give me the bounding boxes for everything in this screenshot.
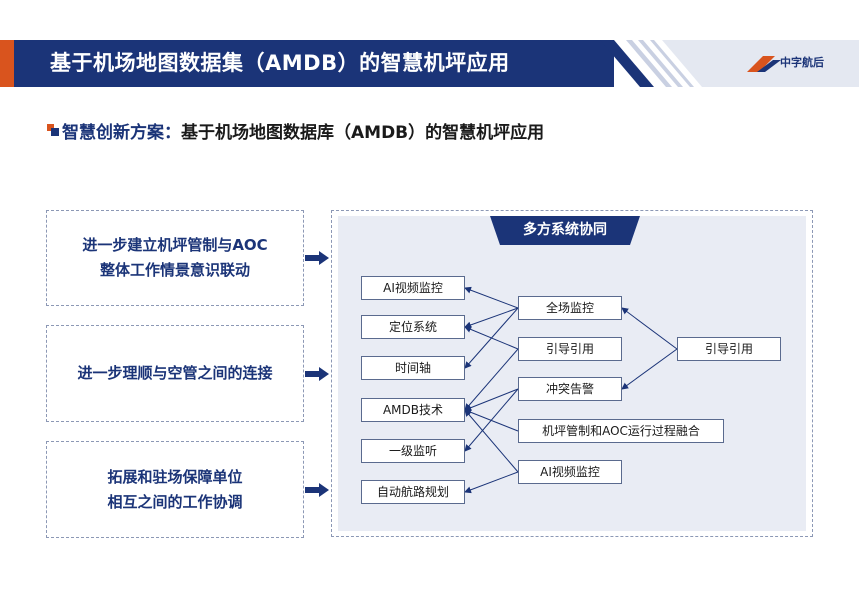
header-banner (14, 40, 614, 87)
goal-box-atc: 进一步理顺与空管之间的连接 (46, 325, 304, 422)
node-apron-aoc-fusion: 机坪管制和AOC运行过程融合 (518, 419, 724, 443)
goal-box-ground: 拓展和驻场保障单位 相互之间的工作协调 (46, 441, 304, 538)
goal-box-aoc: 进一步建立机坪管制与AOC 整体工作情景意识联动 (46, 210, 304, 306)
goal-line: 进一步理顺与空管之间的连接 (77, 364, 273, 382)
bullet-square-icon (47, 124, 59, 136)
node-timeline: 时间轴 (361, 356, 465, 380)
node-ai-video: AI视频监控 (361, 276, 465, 300)
right-arrow-icon (305, 367, 329, 381)
node-guidance-source: 引导引用 (677, 337, 781, 361)
panel-title-tab (490, 216, 640, 245)
goal-line: 拓展和驻场保障单位 (107, 467, 243, 486)
right-arrow-icon (305, 483, 329, 497)
node-positioning: 定位系统 (361, 315, 465, 339)
section-subtitle: 智慧创新方案：基于机场地图数据库（AMDB）的智慧机坪应用 (62, 118, 544, 143)
node-ai-video-mid: AI视频监控 (518, 460, 622, 484)
panel-title: 多方系统协同 (523, 222, 607, 238)
page-title: 基于机场地图数据集（AMDB）的智慧机坪应用 (50, 51, 510, 75)
collaboration-panel (331, 210, 813, 537)
node-first-monitor: 一级监听 (361, 439, 465, 463)
company-logo-icon (747, 56, 781, 72)
company-logo-text: 中字航后 (780, 56, 824, 69)
right-arrow-icon (305, 251, 329, 265)
goal-line: 整体工作情景意识联动 (99, 261, 250, 279)
subtitle-highlight: 智慧创新方案： (62, 123, 181, 143)
goal-line: 进一步建立机坪管制与AOC (82, 236, 268, 254)
node-conflict-alert: 冲突告警 (518, 377, 622, 401)
node-auto-route: 自动航路规划 (361, 480, 465, 504)
node-guidance: 引导引用 (518, 337, 622, 361)
header-accent-bar (0, 40, 14, 87)
goal-line: 相互之间的工作协调 (107, 492, 243, 511)
subtitle-text: 基于机场地图数据库（AMDB）的智慧机坪应用 (181, 123, 545, 143)
node-amdb: AMDB技术 (361, 398, 465, 422)
node-full-monitor: 全场监控 (518, 296, 622, 320)
